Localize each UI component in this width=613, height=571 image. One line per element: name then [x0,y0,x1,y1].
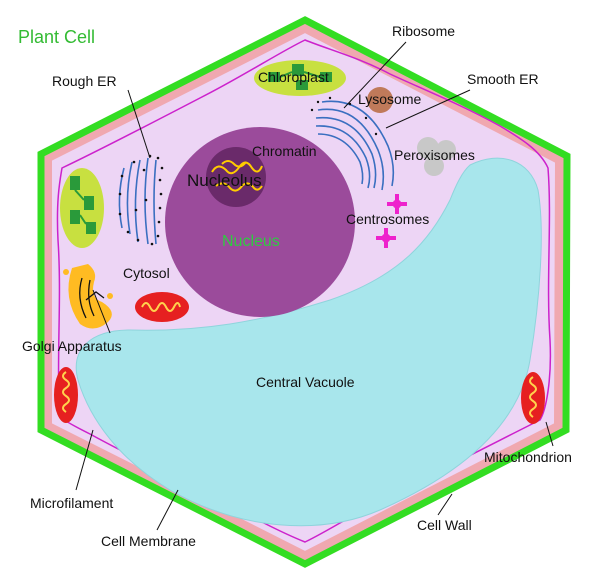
label-mitochondrion: Mitochondrion [484,449,572,465]
label-microfilament: Microfilament [30,495,113,511]
mitochondrion-left [54,367,78,423]
label-nucleus: Nucleus [222,233,280,250]
label-peroxisomes: Peroxisomes [394,147,475,163]
label-golgi-apparatus: Golgi Apparatus [22,338,122,354]
leader-lines [75,41,554,531]
mitochondrion-right [521,372,545,424]
nucleolus [206,147,266,207]
smooth-er-dots [310,96,378,136]
central-vacuole [75,157,542,527]
label-lysosome: Lysosome [358,91,422,107]
cell-membrane [56,39,552,543]
label-cytosol: Cytosol [123,265,170,281]
label-smooth-er: Smooth ER [467,71,539,87]
label-central-vacuole: Central Vacuole [256,374,355,390]
label-centrosomes: Centrosomes [346,211,429,227]
golgi-apparatus [63,264,113,329]
chloroplast-top [254,60,346,96]
label-cell-wall: Cell Wall [417,517,472,533]
label-nucleolus: Nucleolus [187,171,262,190]
label-ribosome: Ribosome [392,23,455,39]
centrosomes [376,194,407,248]
label-chromatin: Chromatin [252,143,317,159]
smooth-er [315,100,395,191]
diagram-title: Plant Cell [18,27,95,47]
mitochondrion-center [135,292,189,322]
lysosome [367,87,393,113]
label-cell-membrane: Cell Membrane [101,533,196,549]
peroxisomes [417,137,456,176]
chloroplast-left [60,168,104,248]
label-rough-er: Rough ER [52,73,117,89]
chromatin [211,160,263,192]
label-chloroplast: Chloroplast [258,69,329,85]
